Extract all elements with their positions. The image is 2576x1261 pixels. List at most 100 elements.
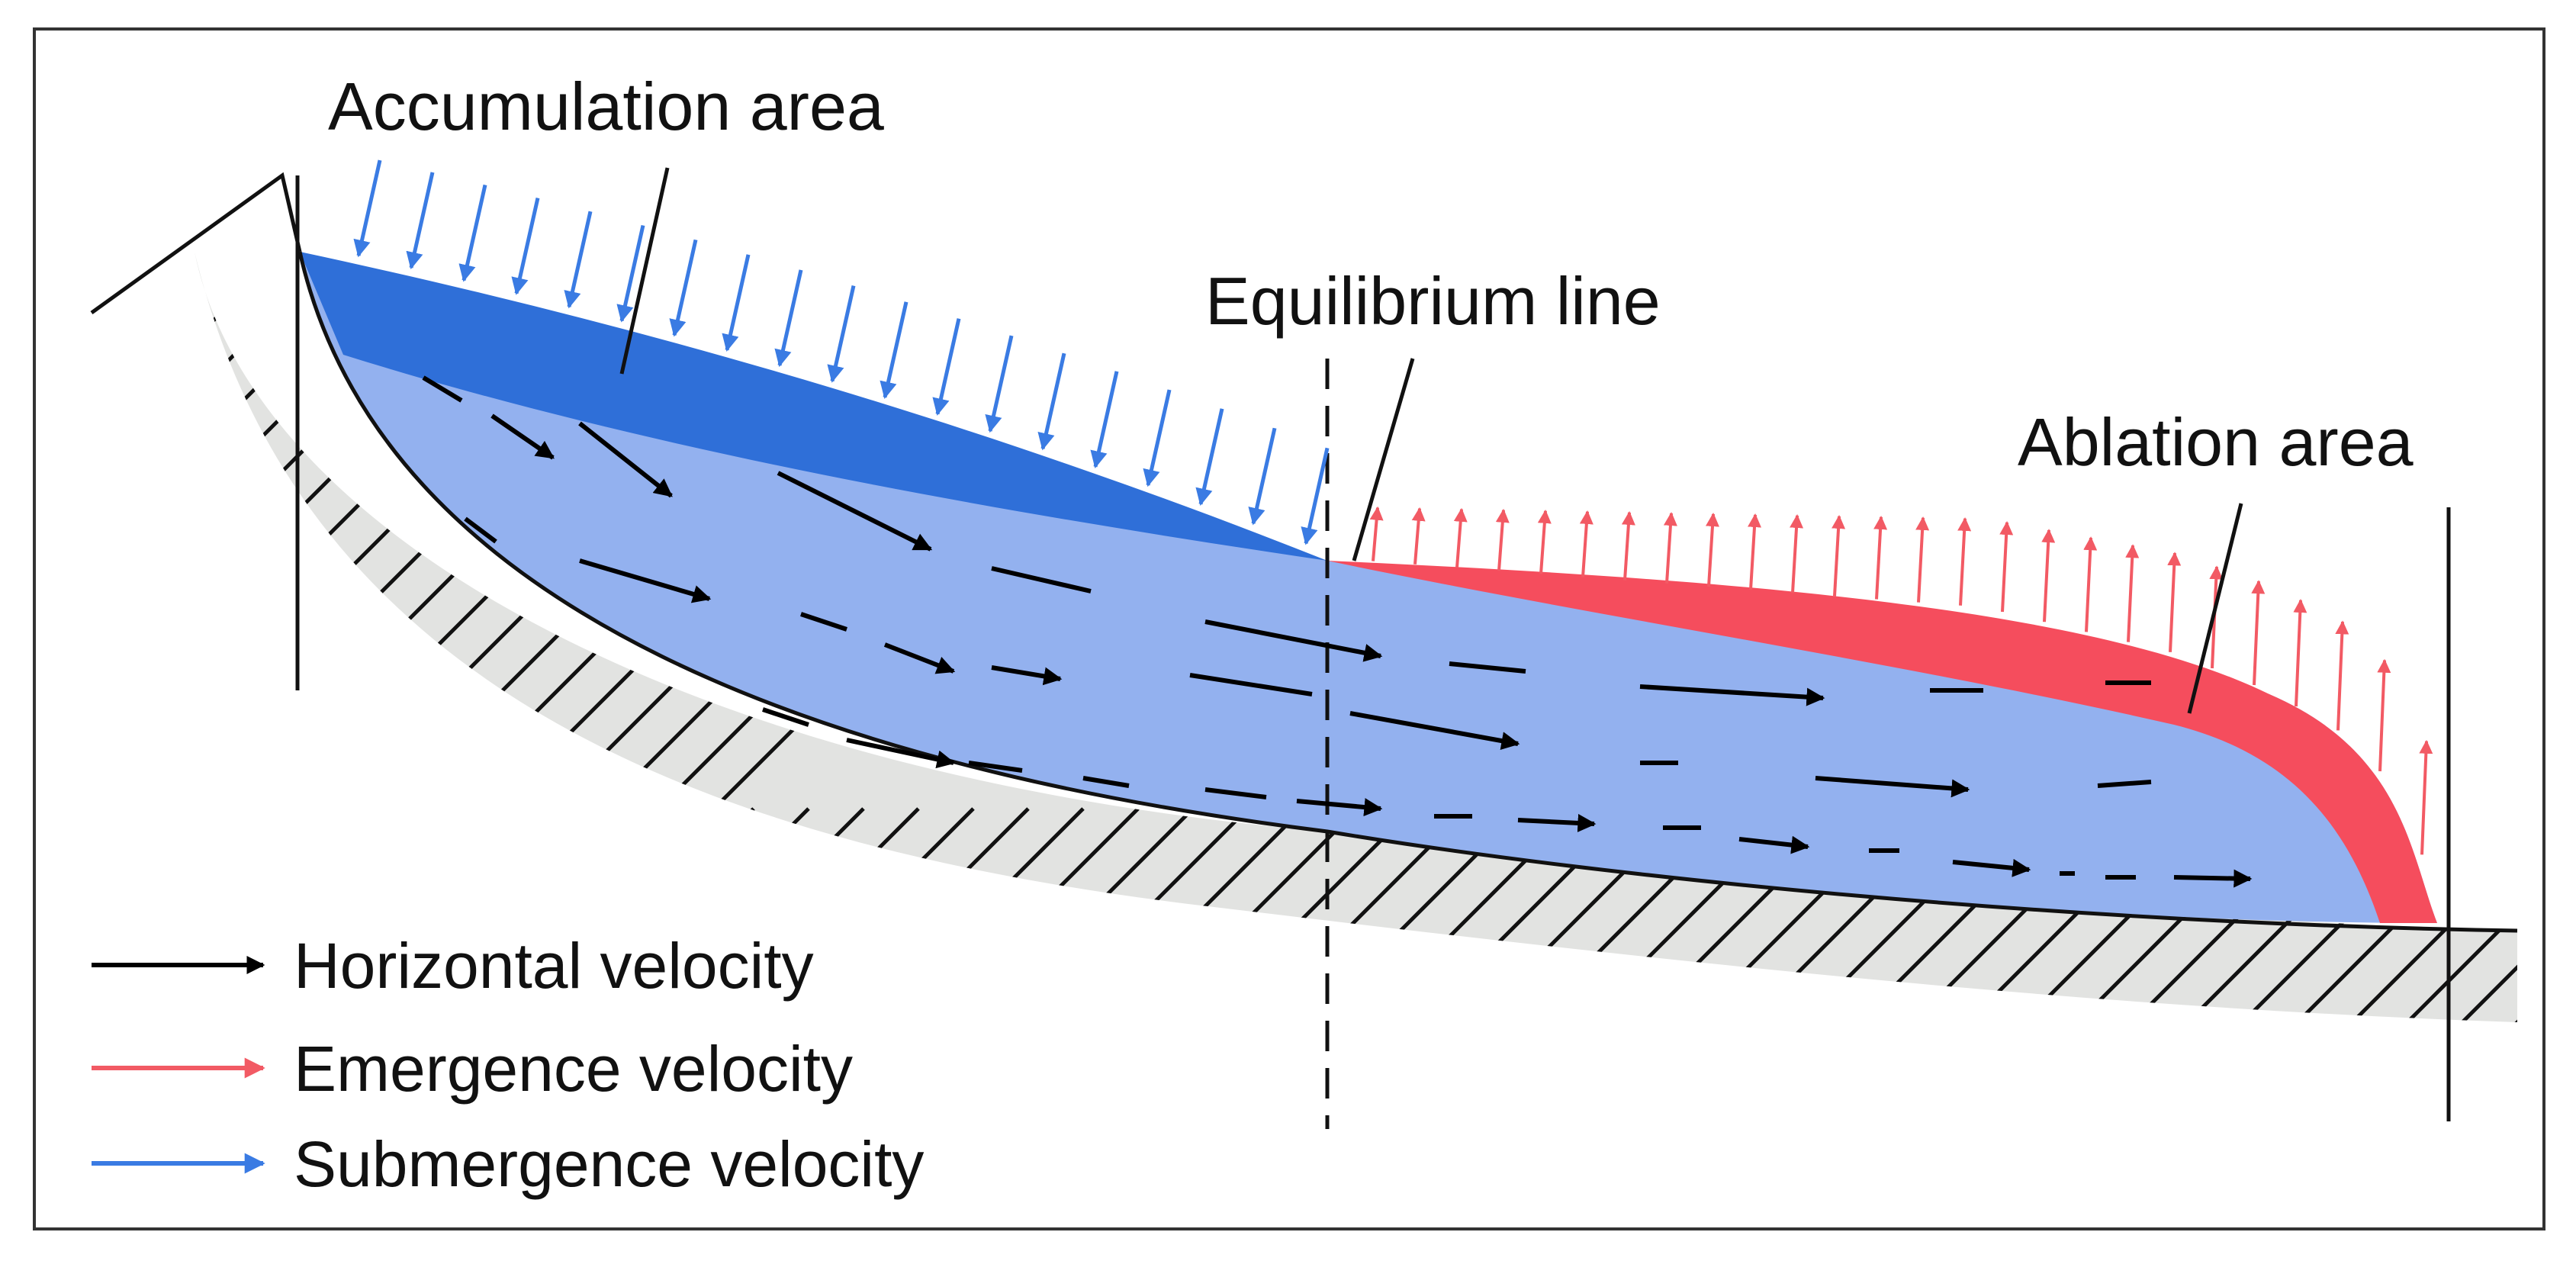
- hatch-line: [195, 807, 261, 1022]
- flow-dash: [422, 375, 463, 403]
- emergence-arrow: [1369, 506, 1384, 561]
- equilibrium-leader-line: [1352, 358, 1415, 561]
- emergence-arrow: [1705, 513, 1719, 587]
- flow-dash: [464, 516, 497, 544]
- legend-label-emergence: Emergence velocity: [294, 1033, 853, 1105]
- flow-dash: [991, 566, 1092, 594]
- glacier-ice: [300, 252, 2437, 923]
- emergence-arrow: [1915, 516, 1930, 603]
- flow-dash: [1189, 673, 1313, 696]
- accumulation-layer: [300, 252, 1327, 561]
- emergence-arrow: [2251, 580, 2266, 686]
- emergence-arrow: [1832, 515, 1846, 597]
- ablation-leader-line: [2187, 503, 2243, 714]
- submergence-arrow: [827, 285, 856, 383]
- submergence-arrow: [1248, 427, 1277, 526]
- accumulation-leader-line: [619, 167, 670, 375]
- flow-arrow: [1517, 813, 1597, 832]
- emergence-arrow: [1748, 513, 1761, 590]
- submergence-arrow: [406, 172, 435, 270]
- flow-arrow: [579, 558, 712, 603]
- submergence-arrow: [774, 269, 803, 368]
- flow-arrow: [578, 421, 673, 498]
- legend-label-horizontal: Horizontal velocity: [294, 930, 814, 1002]
- emergence-arrow: [2377, 658, 2391, 772]
- flow-arrow: [777, 471, 933, 552]
- diagram-frame: [33, 27, 2545, 1230]
- flow-arrow: [1349, 711, 1520, 750]
- flow-dash: [762, 707, 809, 727]
- emergence-arrow: [1873, 515, 1888, 600]
- hatch-line: [2526, 809, 2576, 1068]
- submergence-arrow: [985, 335, 1014, 433]
- emergence-arrows: [1369, 506, 2433, 855]
- flow-dash: [800, 612, 847, 632]
- emergence-arrow: [2419, 739, 2433, 855]
- flow-arrow: [1815, 776, 1970, 798]
- flow-dash: [968, 761, 1023, 773]
- emergence-arrow: [1999, 521, 2014, 613]
- flow-arrow: [1296, 798, 1383, 816]
- emergence-arrow: [2041, 529, 2056, 622]
- glacier-bed-line: [297, 251, 2518, 933]
- emergence-arrow: [1495, 508, 1510, 571]
- flow-arrow: [2173, 869, 2253, 888]
- hatch-line: [195, 807, 316, 1022]
- emergence-arrow: [2125, 544, 2140, 642]
- flow-arrow: [991, 665, 1063, 686]
- submergence-arrow: [564, 211, 593, 309]
- flow-dash: [1449, 661, 1526, 674]
- equilibrium-line-label: Equilibrium line: [1205, 263, 1661, 339]
- flow-arrows: [422, 375, 2253, 888]
- submergence-arrow: [1301, 447, 1330, 545]
- submergence-arrow: [458, 184, 487, 282]
- submergence-arrow: [880, 301, 909, 400]
- submergence-arrow: [932, 318, 961, 416]
- submergence-arrow: [353, 159, 382, 258]
- submergence-arrows: [353, 159, 1330, 545]
- ablation-layer: [1327, 561, 2437, 923]
- submergence-arrow: [616, 224, 645, 323]
- flow-dash: [2097, 780, 2152, 788]
- accumulation-area-label: Accumulation area: [328, 69, 884, 144]
- legend-item-submergence: Submergence velocity: [92, 1128, 924, 1200]
- flow-arrow: [883, 642, 956, 674]
- emergence-arrow: [2083, 536, 2098, 632]
- ablation-area-label: Ablation area: [2018, 404, 2414, 480]
- submergence-arrow: [1195, 408, 1224, 507]
- flow-arrow: [490, 413, 555, 460]
- emergence-arrow: [1537, 509, 1552, 574]
- submergence-arrow: [511, 197, 540, 295]
- flow-dash: [1082, 776, 1130, 788]
- legend: Horizontal velocity Emergence velocity S…: [92, 930, 924, 1200]
- legend-item-emergence: Emergence velocity: [92, 1033, 853, 1105]
- emergence-arrow: [2167, 552, 2182, 652]
- flow-dash: [1204, 787, 1267, 799]
- emergence-arrow: [2293, 599, 2307, 707]
- submergence-arrow: [1090, 371, 1119, 468]
- flow-arrow: [1952, 858, 2031, 877]
- emergence-arrow: [1790, 514, 1804, 594]
- headwall: [90, 172, 302, 315]
- hatch-line: [2305, 807, 2517, 1022]
- hatch-line: [195, 304, 395, 841]
- hatch-line: [2360, 807, 2517, 1022]
- legend-item-horizontal: Horizontal velocity: [92, 930, 814, 1002]
- emergence-arrow: [2335, 620, 2349, 731]
- flow-arrow: [1639, 684, 1825, 706]
- hatch-line: [195, 304, 340, 841]
- emergence-arrow: [1663, 512, 1677, 584]
- submergence-arrow: [669, 239, 698, 337]
- emergence-arrow: [1411, 507, 1426, 565]
- emergence-arrow: [1453, 507, 1468, 568]
- flow-arrow: [846, 738, 956, 769]
- submergence-arrow: [1037, 352, 1066, 451]
- flow-arrow: [1738, 835, 1810, 854]
- legend-label-submergence: Submergence velocity: [294, 1128, 924, 1200]
- emergence-arrow: [1957, 516, 1972, 606]
- emergence-arrow: [1621, 511, 1635, 581]
- emergence-arrow: [1579, 510, 1594, 577]
- submergence-arrow: [722, 254, 751, 352]
- flow-arrow: [1204, 619, 1383, 662]
